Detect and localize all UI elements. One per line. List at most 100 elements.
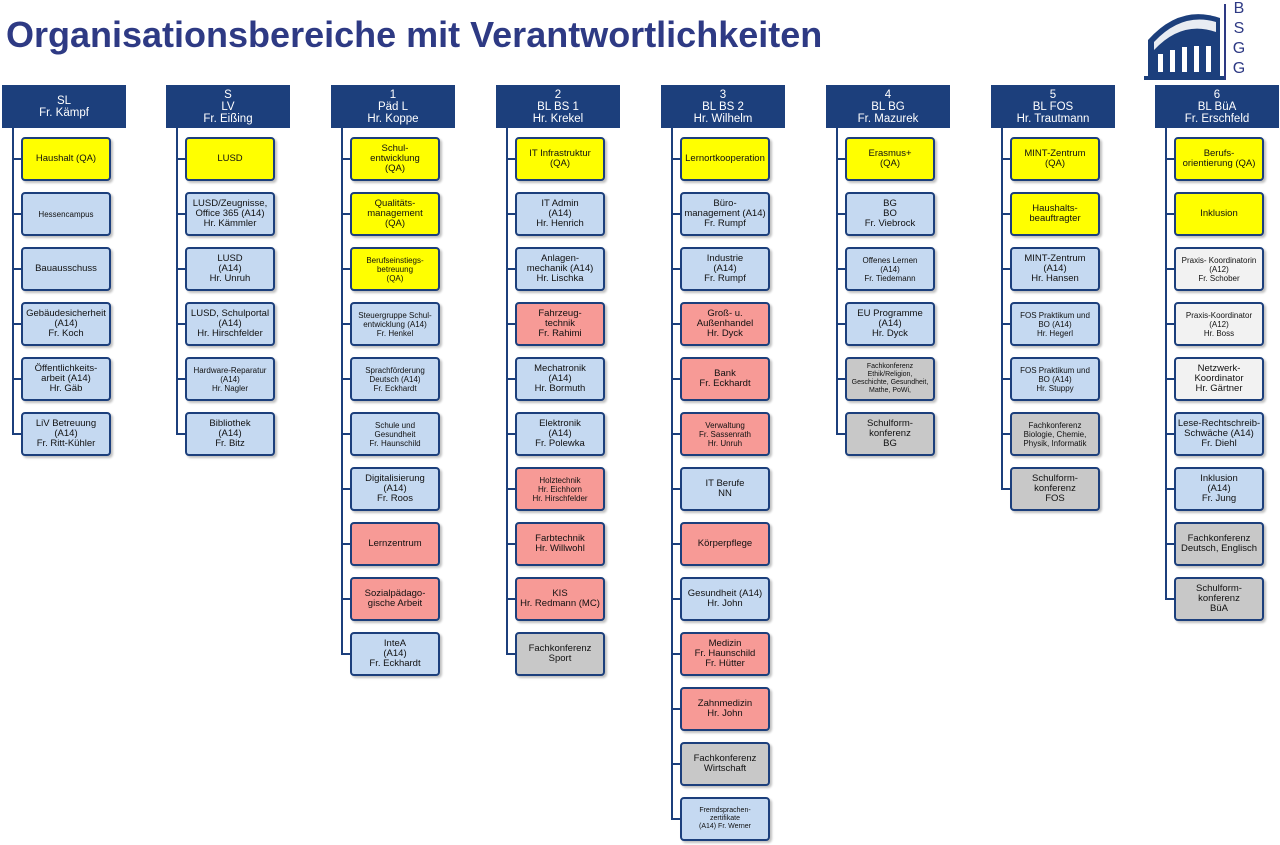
connector-line [341,378,352,380]
org-unit-text: Inklusion [1200,473,1238,484]
org-unit-text: Hessencampus [38,209,94,219]
connector-line [12,128,14,435]
header-line: BL BG [871,100,905,113]
org-unit-text: Hr. Eichhorn [537,484,583,494]
org-unit-text: Sprachförderung [365,365,425,375]
header-line: 5 [1049,88,1057,101]
org-unit-text: zertifikate [710,815,740,822]
org-unit-text: (A14) [218,428,242,439]
org-unit-text: Hr. Hegerl [1036,328,1073,338]
connector-line [341,128,343,655]
org-unit-box: Büro-management (A14)Fr. Rumpf [680,192,770,236]
org-unit-text: gische Arbeit [367,598,423,609]
org-unit-text: Groß- u. [707,308,743,319]
org-unit-text: Hr. Unruh [707,438,743,448]
org-unit-box: Öffentlichkeits-arbeit (A14)Hr. Gäb [21,357,111,401]
org-unit-text: konferenz [1034,483,1076,494]
header-line: Fr. Mazurek [857,112,919,125]
org-unit-text: Fr. Hütter [705,658,745,669]
org-unit-text: Fachkonferenz [1028,420,1082,430]
header-line: 3 [719,88,727,101]
org-unit-text: Gesundheit (A14) [687,588,763,599]
connector-line [341,598,352,600]
org-unit-text: Bibliothek [209,418,251,429]
connector-line [12,323,23,325]
connector-line [176,268,187,270]
connector-line [341,268,352,270]
org-unit-text: Fr. Eckhardt [373,383,417,393]
org-unit-text: Lernzentrum [368,538,422,549]
org-unit-box: InteA(A14)Fr. Eckhardt [350,632,440,676]
header-line: BL FOS [1032,100,1074,113]
org-unit-text: Fr. Roos [377,493,413,504]
org-unit-text: (QA) [1044,158,1066,169]
org-unit-text: Lese-Rechtschreib- [1177,418,1261,429]
org-unit-text: Gebäudesicherheit [26,308,106,319]
org-unit-text: Geschichte, Gesundheit, [851,379,929,386]
connector-line [341,158,352,160]
connector-line [836,268,847,270]
logo-letter-4: G [1232,60,1246,77]
logo-letter-3: G [1232,40,1246,57]
org-unit-text: (QA) [549,158,571,169]
org-unit-text: (A14) [383,648,407,659]
org-unit-text: (A14) [713,263,737,274]
org-unit-box: Körperpflege [680,522,770,566]
org-unit-text: Hr. Henrich [536,218,584,229]
org-unit-text: Hr. John [707,598,743,609]
org-unit-text: Fr. Bitz [215,438,245,449]
org-unit-text: Berufseinstiegs- [366,255,424,265]
org-unit-text: Holztechnik [539,475,581,485]
org-unit-box: Hessencampus [21,192,111,236]
org-unit-text: Öffentlichkeits- [34,363,98,374]
connector-line [1001,378,1012,380]
org-unit-text: Bauausschuss [35,263,97,274]
org-unit-text: betreuung [376,264,414,274]
org-unit-text: Schulform- [1196,583,1242,594]
org-unit-text: Büro- [713,198,737,209]
org-unit-text: Fremdsprachen- [699,807,751,814]
org-unit-text: Hr. Dyck [707,328,743,339]
connector-line [506,128,508,655]
connector-line [1001,433,1012,435]
connector-line [671,488,682,490]
org-unit-box: Gesundheit (A14)Hr. John [680,577,770,621]
org-unit-text: Fr. Jung [1201,493,1237,504]
connector-line [12,158,23,160]
org-unit-text: (QA) [384,163,406,174]
org-unit-text: Deutsch (A14) [369,374,421,384]
org-unit-text: Fr. Haunschild [694,648,756,659]
org-unit-text: Körperpflege [697,538,753,549]
org-unit-text: (A14) [548,373,572,384]
org-unit-text: Hr. Nagler [211,383,248,393]
org-unit-text: BO (A14) [1038,319,1072,329]
org-unit-text: mechanik (A14) [526,263,594,274]
org-unit-text: Fr. Rumpf [704,218,746,229]
org-unit-text: Fr. Koch [48,328,84,339]
org-unit-text: Schwäche (A14) [1184,428,1254,439]
org-unit-text: Steuergruppe Schul- [358,310,432,320]
org-unit-box: Lernzentrum [350,522,440,566]
connector-line [341,213,352,215]
connector-line [1165,128,1167,600]
connector-line [506,598,517,600]
connector-line [341,653,352,655]
org-unit-text: InteA [383,638,407,649]
org-unit-text: Fr. Eckhardt [369,658,421,669]
connector-line [12,433,23,435]
org-unit-text: beauftragter [1029,213,1081,224]
org-unit-text: BG [883,438,897,449]
org-unit-box: Gebäudesicherheit(A14)Fr. Koch [21,302,111,346]
org-unit-text: Schul- [381,143,409,154]
org-unit-text: (QA) [386,273,404,283]
